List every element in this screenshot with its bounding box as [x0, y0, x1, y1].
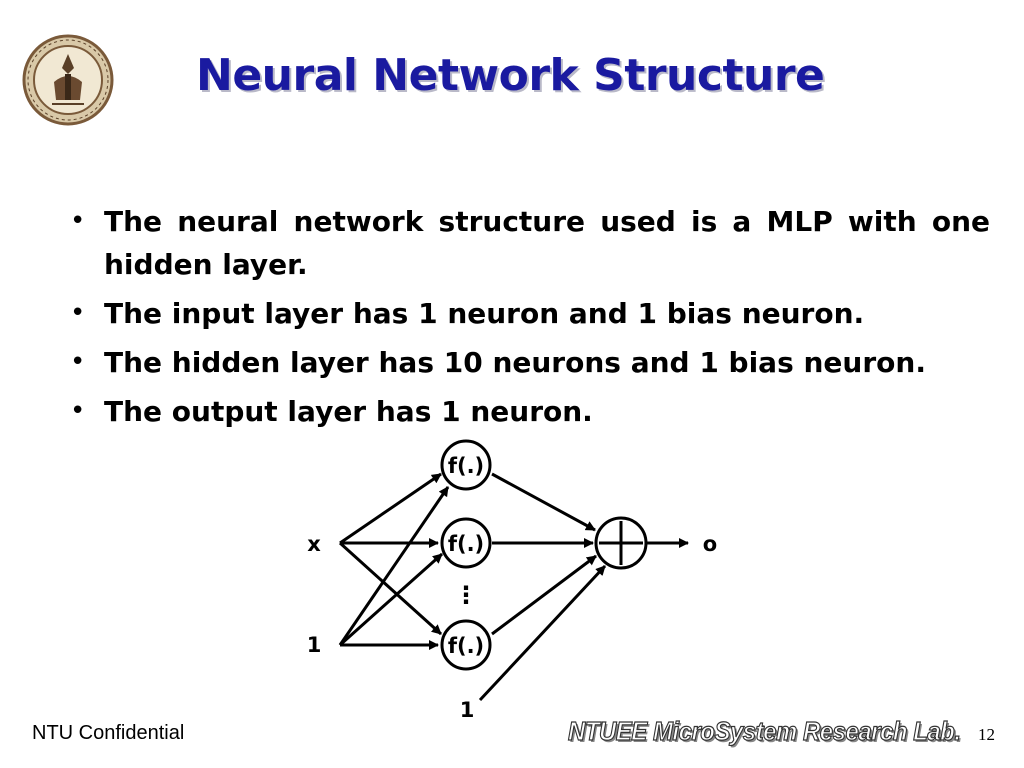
- bullet-item: • The input layer has 1 neuron and 1 bia…: [62, 292, 990, 335]
- bullet-marker: •: [70, 396, 86, 426]
- bullet-marker: •: [70, 298, 86, 328]
- lab-logo-text: NTUEE MicroSystem Research Lab.: [567, 715, 961, 746]
- bullet-item: • The output layer has 1 neuron.: [62, 390, 990, 433]
- hidden-node-label: f(.): [448, 634, 484, 658]
- sum-node: [594, 516, 648, 570]
- bullet-item: • The hidden layer has 10 neurons and 1 …: [62, 341, 990, 384]
- edge-x-to-hidden3: [338, 541, 443, 636]
- edge-x-to-hidden1: [339, 472, 442, 545]
- confidential-label: NTU Confidential: [32, 722, 185, 744]
- hidden-node-label: f(.): [448, 454, 484, 478]
- input-bias-label: 1: [307, 633, 322, 657]
- bullet-item: • The neural network structure used is a…: [62, 200, 990, 286]
- edge-hidden3-to-sum: [491, 554, 597, 636]
- edge-bias-to-hidden2: [339, 552, 443, 647]
- edge-bias-to-hidden1: [338, 486, 450, 646]
- bullet-text: The output layer has 1 neuron.: [104, 395, 593, 428]
- edge-hidden1-to-sum: [491, 472, 596, 532]
- hidden-node: f(.): [440, 619, 492, 671]
- output-label: o: [703, 532, 717, 556]
- hidden-bias-label: 1: [460, 698, 475, 722]
- bullet-text: The hidden layer has 10 neurons and 1 bi…: [104, 346, 926, 379]
- hidden-ellipsis: ⋮: [454, 581, 478, 609]
- page-number: 12: [978, 725, 995, 744]
- university-seal-logo: [22, 34, 114, 126]
- hidden-node-label: f(.): [448, 532, 484, 556]
- bullet-marker: •: [70, 206, 86, 236]
- bullet-text: The neural network structure used is a M…: [104, 205, 990, 281]
- edge-hiddenbias-to-sum: [478, 564, 607, 702]
- hidden-node: f(.): [440, 517, 492, 569]
- input-x-label: x: [307, 532, 321, 556]
- slide-title: Neural Network Structure: [196, 50, 825, 101]
- bullet-text: The input layer has 1 neuron and 1 bias …: [104, 297, 865, 330]
- hidden-node: f(.): [440, 439, 492, 491]
- bullet-list: • The neural network structure used is a…: [62, 200, 990, 439]
- bullet-marker: •: [70, 347, 86, 377]
